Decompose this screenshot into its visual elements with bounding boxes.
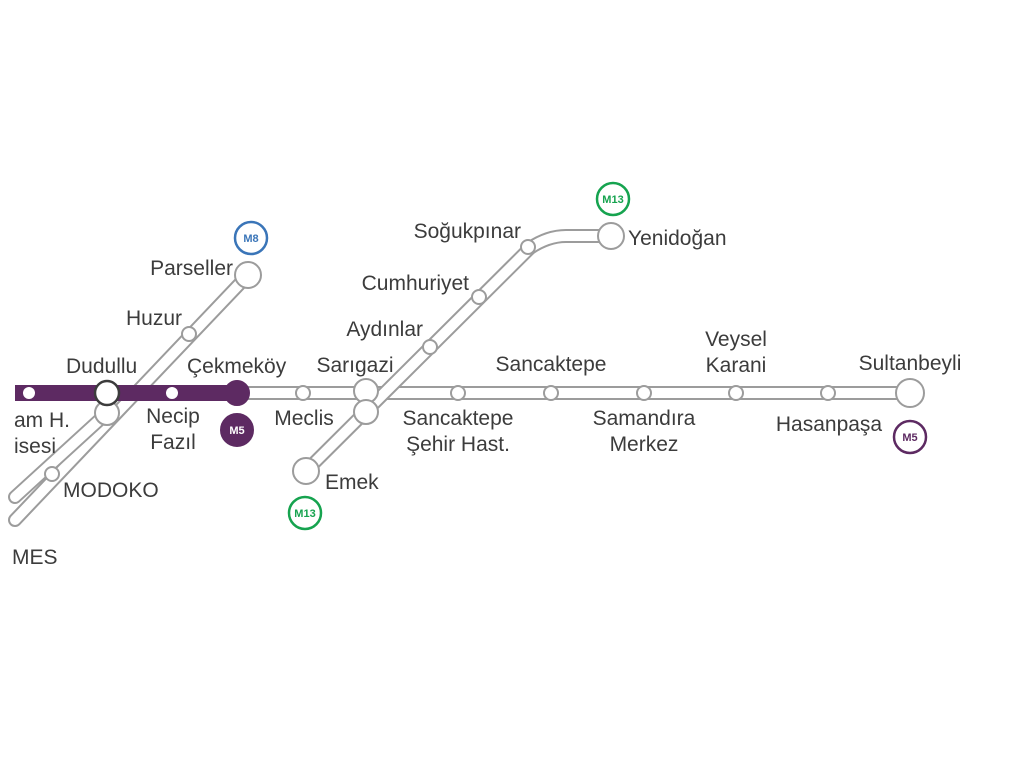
label-sarigazi: Sarıgazi [316,354,393,377]
m5-badge-cekmekoy[interactable]: M5 [220,413,254,447]
label-meclis: Meclis [274,407,334,430]
label-dudullu: Dudullu [66,355,137,378]
station-marker-sancaktepe-sehir[interactable] [450,385,466,401]
svg-text:M13: M13 [294,508,315,520]
label-imam-hatip-line2: isesi [14,435,56,458]
m13-badge-emek[interactable]: M13 [287,495,323,531]
station-marker-dudullu[interactable] [93,379,121,407]
station-marker-emek[interactable] [292,457,320,485]
station-marker-sogukpinar[interactable] [520,239,536,255]
label-parseller: Parseller [150,257,233,280]
station-marker-sarigazi-m13[interactable] [353,399,379,425]
station-marker-modoko[interactable] [44,466,60,482]
m5-badge-sultanbeyli[interactable]: M5 [892,419,928,455]
label-yenidogan: Yenidoğan [628,227,727,250]
station-marker-yenidogan[interactable] [597,222,625,250]
station-labels: am H. isesi Dudullu Necip Fazıl Çekmeköy… [12,220,961,569]
label-aydinlar: Aydınlar [346,318,423,341]
label-emek: Emek [325,471,379,494]
stations [23,222,925,485]
station-marker-meclis[interactable] [295,385,311,401]
label-sancaktepe: Sancaktepe [496,353,607,376]
station-marker-cekmekoy[interactable] [224,380,250,406]
label-samandira-line2: Merkez [610,433,679,456]
label-cekmekoy: Çekmeköy [187,355,287,378]
label-necip-fazil-line2: Fazıl [150,431,196,454]
station-marker-sultanbeyli[interactable] [895,378,925,408]
label-samandira-line1: Samandıra [593,407,696,430]
station-marker-huzur[interactable] [181,326,197,342]
label-sancaktepe-sehir-line2: Şehir Hast. [406,433,510,456]
label-sancaktepe-sehir-line1: Sancaktepe [403,407,514,430]
svg-text:M5: M5 [229,425,244,437]
m8-badge[interactable]: M8 [233,220,269,256]
station-marker-imam-hatip[interactable] [23,387,35,399]
label-necip-fazil-line1: Necip [146,405,200,428]
label-mes: MES [12,546,58,569]
label-hasanpasa: Hasanpaşa [776,413,883,436]
label-cumhuriyet: Cumhuriyet [362,272,470,295]
label-veysel-karani-line1: Veysel [705,328,767,351]
label-sogukpinar: Soğukpınar [414,220,521,243]
station-marker-sancaktepe[interactable] [543,385,559,401]
svg-text:M5: M5 [902,432,917,444]
svg-text:M13: M13 [602,194,623,206]
label-sultanbeyli: Sultanbeyli [859,352,962,375]
label-imam-hatip-line1: am H. [14,409,70,432]
station-marker-veysel-karani[interactable] [728,385,744,401]
station-marker-necip-fazil[interactable] [166,387,178,399]
station-marker-hasanpasa[interactable] [820,385,836,401]
station-marker-aydinlar[interactable] [422,339,438,355]
station-marker-samandira[interactable] [636,385,652,401]
station-marker-parseller[interactable] [234,261,262,289]
label-modoko: MODOKO [63,479,159,502]
label-huzur: Huzur [126,307,182,330]
label-veysel-karani-line2: Karani [706,354,767,377]
svg-text:M8: M8 [243,233,258,245]
station-marker-cumhuriyet[interactable] [471,289,487,305]
m13-badge-yenidogan[interactable]: M13 [595,181,631,217]
line-badges: M8 M13 M13 M5 M5 [220,181,928,531]
